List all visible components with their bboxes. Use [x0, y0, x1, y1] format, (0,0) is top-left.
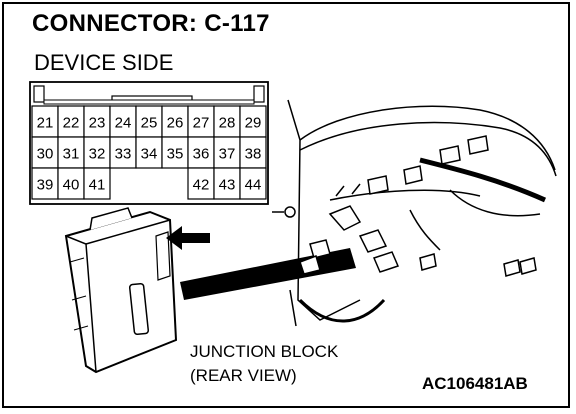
connector-pin-number: 21	[37, 115, 54, 132]
connector-pin-cell	[57, 136, 85, 169]
connector-pin-number: 26	[167, 115, 184, 132]
connector-pin-cell	[31, 167, 59, 200]
connector-pin-cell	[83, 105, 111, 138]
connector-pin-number: 34	[141, 146, 158, 163]
connector-pin-cell	[109, 136, 137, 169]
junction-block-illustration	[64, 207, 178, 374]
connector-pin-number: 40	[63, 177, 80, 194]
connector-pin-number: 35	[167, 146, 184, 163]
connector-pin-cell	[83, 136, 111, 169]
connector-pin-cell	[83, 167, 111, 200]
connector-pin-number: 23	[89, 115, 106, 132]
connector-pin-cell	[239, 167, 267, 200]
connector-pin-number: 24	[115, 115, 132, 132]
connector-pin-cell	[213, 105, 241, 138]
pointer-wedge	[180, 248, 356, 300]
connector-pin-cell	[187, 136, 215, 169]
connector-pin-grid: 21 22 23 24 25 26 27 28 29 30 31 32 33 34 35 36 37 38 39 40…	[31, 105, 267, 200]
connector-pin-cell	[57, 167, 85, 200]
connector-pin-number: 36	[193, 146, 210, 163]
connector-pin-number: 33	[115, 146, 132, 163]
connector-pin-number: 29	[245, 115, 262, 132]
connector-pin-number: 39	[37, 177, 54, 194]
connector-pin-number: 38	[245, 146, 262, 163]
connector-pin-cell	[135, 136, 163, 169]
connector-pin-number: 42	[193, 177, 210, 194]
connector-pin-cell	[161, 136, 189, 169]
connector-title: CONNECTOR: C-117	[32, 10, 270, 37]
diagram-frame	[2, 2, 570, 408]
dashboard-wiring-illustration	[272, 99, 557, 327]
connector-pin-cell	[135, 105, 163, 138]
connector-pin-number: 22	[63, 115, 80, 132]
rear-view-label: (REAR VIEW)	[190, 366, 297, 385]
arrow-icon	[166, 226, 210, 250]
connector-pin-number: 32	[89, 146, 106, 163]
connector-face: 21 22 23 24 25 26 27 28 29 30 31 32 33 34 35 36 37 38 39 40…	[29, 81, 269, 205]
connector-pin-number: 37	[219, 146, 236, 163]
connector-pin-number: 44	[245, 177, 262, 194]
connector-pin-number: 43	[219, 177, 236, 194]
connector-pin-number: 41	[89, 177, 106, 194]
connector-pin-cell	[239, 105, 267, 138]
connector-pin-cell	[31, 136, 59, 169]
connector-pin-number: 31	[63, 146, 80, 163]
connector-pin-number: 27	[193, 115, 210, 132]
connector-pin-number: 28	[219, 115, 236, 132]
connector-pin-cell	[109, 105, 137, 138]
connector-pin-number: 30	[37, 146, 54, 163]
junction-block-label: JUNCTION BLOCK	[190, 342, 339, 361]
figure-code: AC106481AB	[422, 374, 528, 393]
connector-pin-cell	[187, 105, 215, 138]
device-side-label: DEVICE SIDE	[34, 50, 174, 75]
connector-pin-number: 25	[141, 115, 158, 132]
